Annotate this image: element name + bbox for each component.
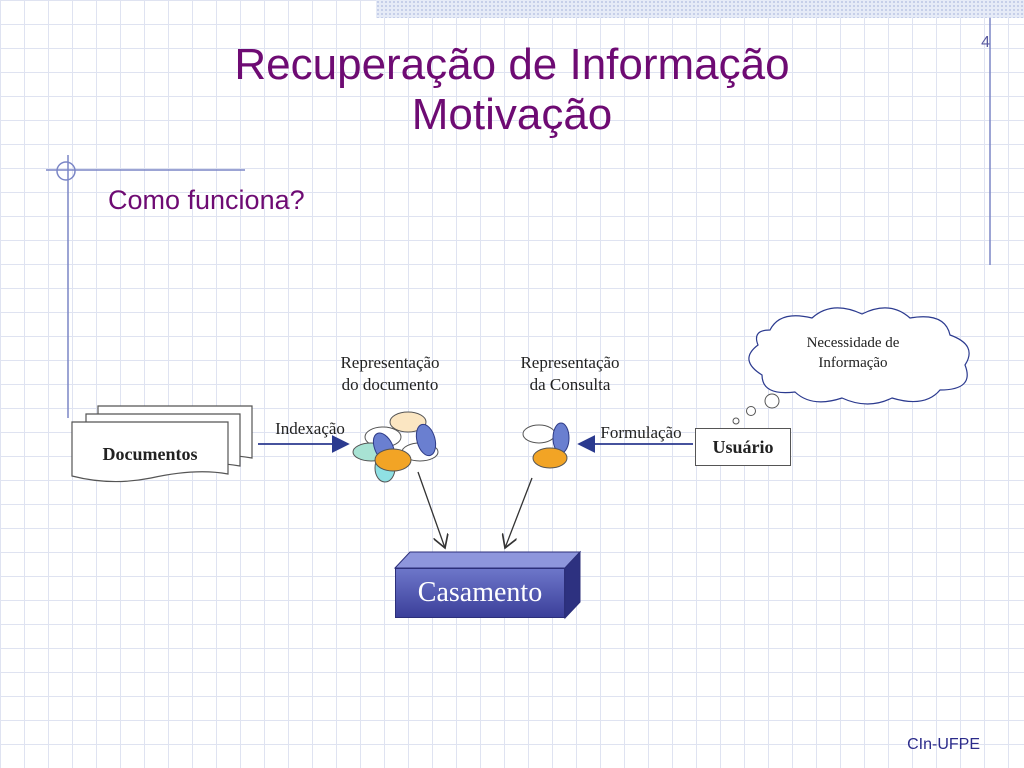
document-representation-line-2: do documento — [341, 375, 439, 394]
indexing-label: Indexação — [275, 419, 345, 438]
thought-bubble-medium — [746, 406, 756, 416]
slide-title: Recuperação de Informação Motivação — [0, 40, 1024, 140]
query-representation-label: Representação da Consulta — [490, 352, 650, 396]
query-to-matching-arrow — [505, 477, 533, 548]
matching-box: Casamento — [395, 568, 565, 618]
thought-bubble-large — [764, 393, 780, 409]
title-line-1: Recuperação de Informação — [234, 40, 790, 89]
query-representation-line-1: Representação — [520, 353, 620, 372]
user-box: Usuário — [695, 428, 791, 466]
documents-stack — [71, 405, 253, 483]
thought-cloud — [748, 307, 970, 405]
footer-institution: CIn-UFPE — [907, 736, 980, 753]
query-representation-line-2: da Consulta — [529, 375, 611, 394]
slide-subtitle: Como funciona? — [108, 185, 305, 215]
information-need-label: Necessidade de Informação — [778, 333, 928, 373]
page-number: 4 — [981, 34, 990, 51]
doc-to-matching-arrow — [417, 471, 445, 548]
document-representation-label: Representação do documento — [310, 352, 470, 396]
matching-box-top — [393, 551, 582, 569]
title-line-2: Motivação — [411, 90, 613, 139]
thought-bubble-small — [732, 417, 740, 425]
document-representation-shapes — [352, 411, 439, 483]
document-representation-line-1: Representação — [340, 353, 440, 372]
formulation-label: Formulação — [600, 423, 682, 442]
information-need-line-1: Necessidade de — [806, 335, 900, 351]
information-need-line-2: Informação — [818, 355, 888, 371]
matching-box-side — [564, 550, 581, 620]
query-representation-shapes — [522, 422, 570, 469]
documents-label: Documentos — [102, 444, 198, 464]
header-decoration — [376, 0, 1024, 18]
